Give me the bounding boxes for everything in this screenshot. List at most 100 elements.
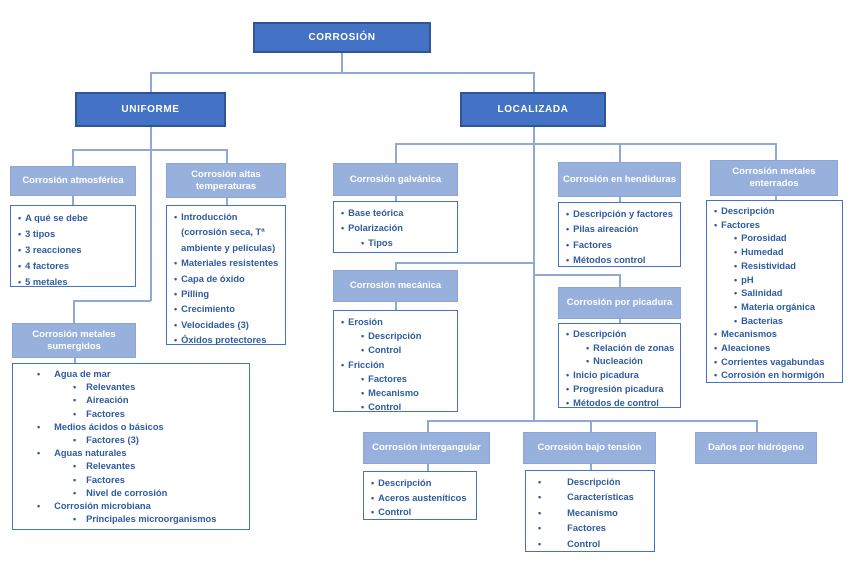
bullet-icon: • — [538, 492, 542, 503]
list-item-label: Medios ácidos o básicos — [54, 421, 164, 432]
list-item-label: 4 factores — [25, 261, 70, 271]
list-item-label: Descripción — [378, 478, 432, 488]
list-item-label: Control — [368, 345, 402, 356]
bullet-icon: • — [37, 448, 41, 459]
list-item: •5 metales — [16, 274, 132, 290]
list-item-label: Control — [378, 507, 412, 518]
list-item-label: Progresión picadura — [573, 383, 664, 394]
list-item-label: Principales microorganismos — [86, 514, 217, 525]
list-item: •Control — [369, 505, 473, 520]
list-item: •Corrosión microbiana — [25, 500, 246, 513]
connector-line — [341, 52, 343, 73]
bullet-icon: • — [734, 260, 738, 271]
connector-line — [150, 72, 534, 74]
list-item-label: Factores — [573, 239, 612, 250]
list-item-label: Factores — [567, 523, 606, 534]
node-header-altas-temperaturas: Corrosión altas temperaturas — [166, 163, 286, 198]
list-item-label: Nucleación — [593, 356, 643, 367]
bullet-icon: • — [361, 373, 365, 384]
bullet-icon: • — [361, 238, 365, 248]
bullet-icon: • — [73, 474, 77, 485]
bullet-icon: • — [37, 421, 41, 432]
bullet-icon: • — [73, 487, 77, 498]
bullet-icon: • — [714, 206, 718, 216]
list-item: •Corrosión en hormigón — [712, 369, 839, 383]
branch-node-localizada: LOCALIZADA — [460, 92, 606, 127]
connector-line — [427, 420, 756, 422]
connector-line — [73, 300, 75, 323]
connector-line — [619, 197, 621, 202]
bullet-icon: • — [174, 335, 178, 346]
connector-line — [756, 420, 758, 432]
bullet-icon: • — [174, 319, 178, 330]
list-item: •Óxidos protectores — [172, 333, 282, 348]
list-item: •Agua de mar — [25, 368, 246, 381]
connector-line — [72, 149, 74, 166]
list-item: •Relación de zonas — [564, 342, 677, 356]
bullet-icon: • — [18, 213, 22, 223]
list-item-label: Control — [567, 538, 601, 549]
root-node-corrosion: CORROSIÓN — [253, 22, 431, 53]
bullet-icon: • — [566, 329, 570, 339]
bullet-icon: • — [18, 245, 22, 255]
list-item-label: Factores (3) — [86, 435, 139, 446]
bullet-icon: • — [341, 317, 345, 327]
bullet-icon: • — [586, 356, 590, 367]
node-list-mecanica: •Erosión•Descripción•Control•Fricción•Fa… — [333, 310, 458, 412]
node-title: Corrosión altas temperaturas — [191, 168, 261, 192]
list-item: •Mecanismos — [712, 328, 839, 342]
connector-line — [427, 420, 429, 432]
list-item: •Control — [339, 400, 454, 414]
list-item-label: Polarización — [348, 223, 403, 233]
list-item: •Métodos control — [564, 253, 677, 268]
bullet-icon: • — [371, 492, 375, 503]
node-title: Corrosión galvánica — [349, 173, 442, 185]
list-item-label: Erosión — [348, 317, 383, 327]
connector-line — [775, 143, 777, 160]
bullet-icon: • — [734, 233, 738, 244]
list-item-label: Características — [567, 492, 634, 503]
node-header-mecanica: Corrosión mecánica — [333, 270, 458, 302]
node-title: Corrosión atmosférica — [22, 175, 124, 187]
connector-line — [533, 274, 619, 276]
list-item: •Fricción — [339, 358, 454, 372]
list-item-label: Relación de zonas — [593, 342, 675, 353]
connector-line — [775, 196, 777, 200]
list-item: •Capa de óxido — [172, 272, 282, 287]
node-header-picadura: Corrosión por picadura — [558, 287, 681, 319]
connector-line — [395, 143, 397, 163]
list-item: •Crecimiento — [172, 302, 282, 317]
list-item-label: Tipos — [368, 238, 393, 248]
list-item: •Principales microorganismos — [25, 513, 246, 526]
list-item-label: Descripción y factores — [573, 209, 673, 219]
bullet-icon: • — [73, 461, 77, 472]
list-item: •Nucleación — [564, 355, 677, 369]
list-item-label: Corrosión microbiana — [54, 501, 151, 512]
list-item-label: Factores — [368, 373, 407, 384]
list-item-label: Descripción — [721, 206, 775, 216]
connector-line — [619, 143, 621, 162]
list-item: •Factores — [712, 219, 839, 233]
list-item: •Polarización — [339, 221, 454, 236]
connector-line — [226, 149, 228, 163]
bullet-icon: • — [37, 369, 41, 379]
node-list-hendiduras: •Descripción y factores•Pilas aireación•… — [558, 202, 681, 267]
list-item-label: Métodos de control — [573, 397, 659, 408]
node-title: Corrosión bajo tensión — [537, 442, 642, 454]
list-item-label: A qué se debe — [25, 213, 88, 223]
connector-line — [395, 262, 397, 270]
list-item: •Porosidad — [712, 232, 839, 246]
node-title: Corrosión por picadura — [566, 297, 673, 309]
bullet-icon: • — [734, 274, 738, 285]
bullet-icon: • — [538, 507, 542, 518]
list-item-label: Humedad — [741, 247, 784, 258]
list-item: •3 reacciones — [16, 242, 132, 258]
list-item: •Descripción — [339, 329, 454, 343]
list-item: •Nivel de corrosión — [25, 487, 246, 500]
list-item: •Introducción (corrosión seca, Tª ambien… — [172, 210, 282, 256]
bullet-icon: • — [566, 383, 570, 394]
branch-node-label: UNIFORME — [121, 104, 180, 115]
list-item-label: Relevantes — [86, 382, 136, 393]
bullet-icon: • — [73, 382, 77, 393]
list-item-label: Bacterias — [741, 315, 784, 326]
